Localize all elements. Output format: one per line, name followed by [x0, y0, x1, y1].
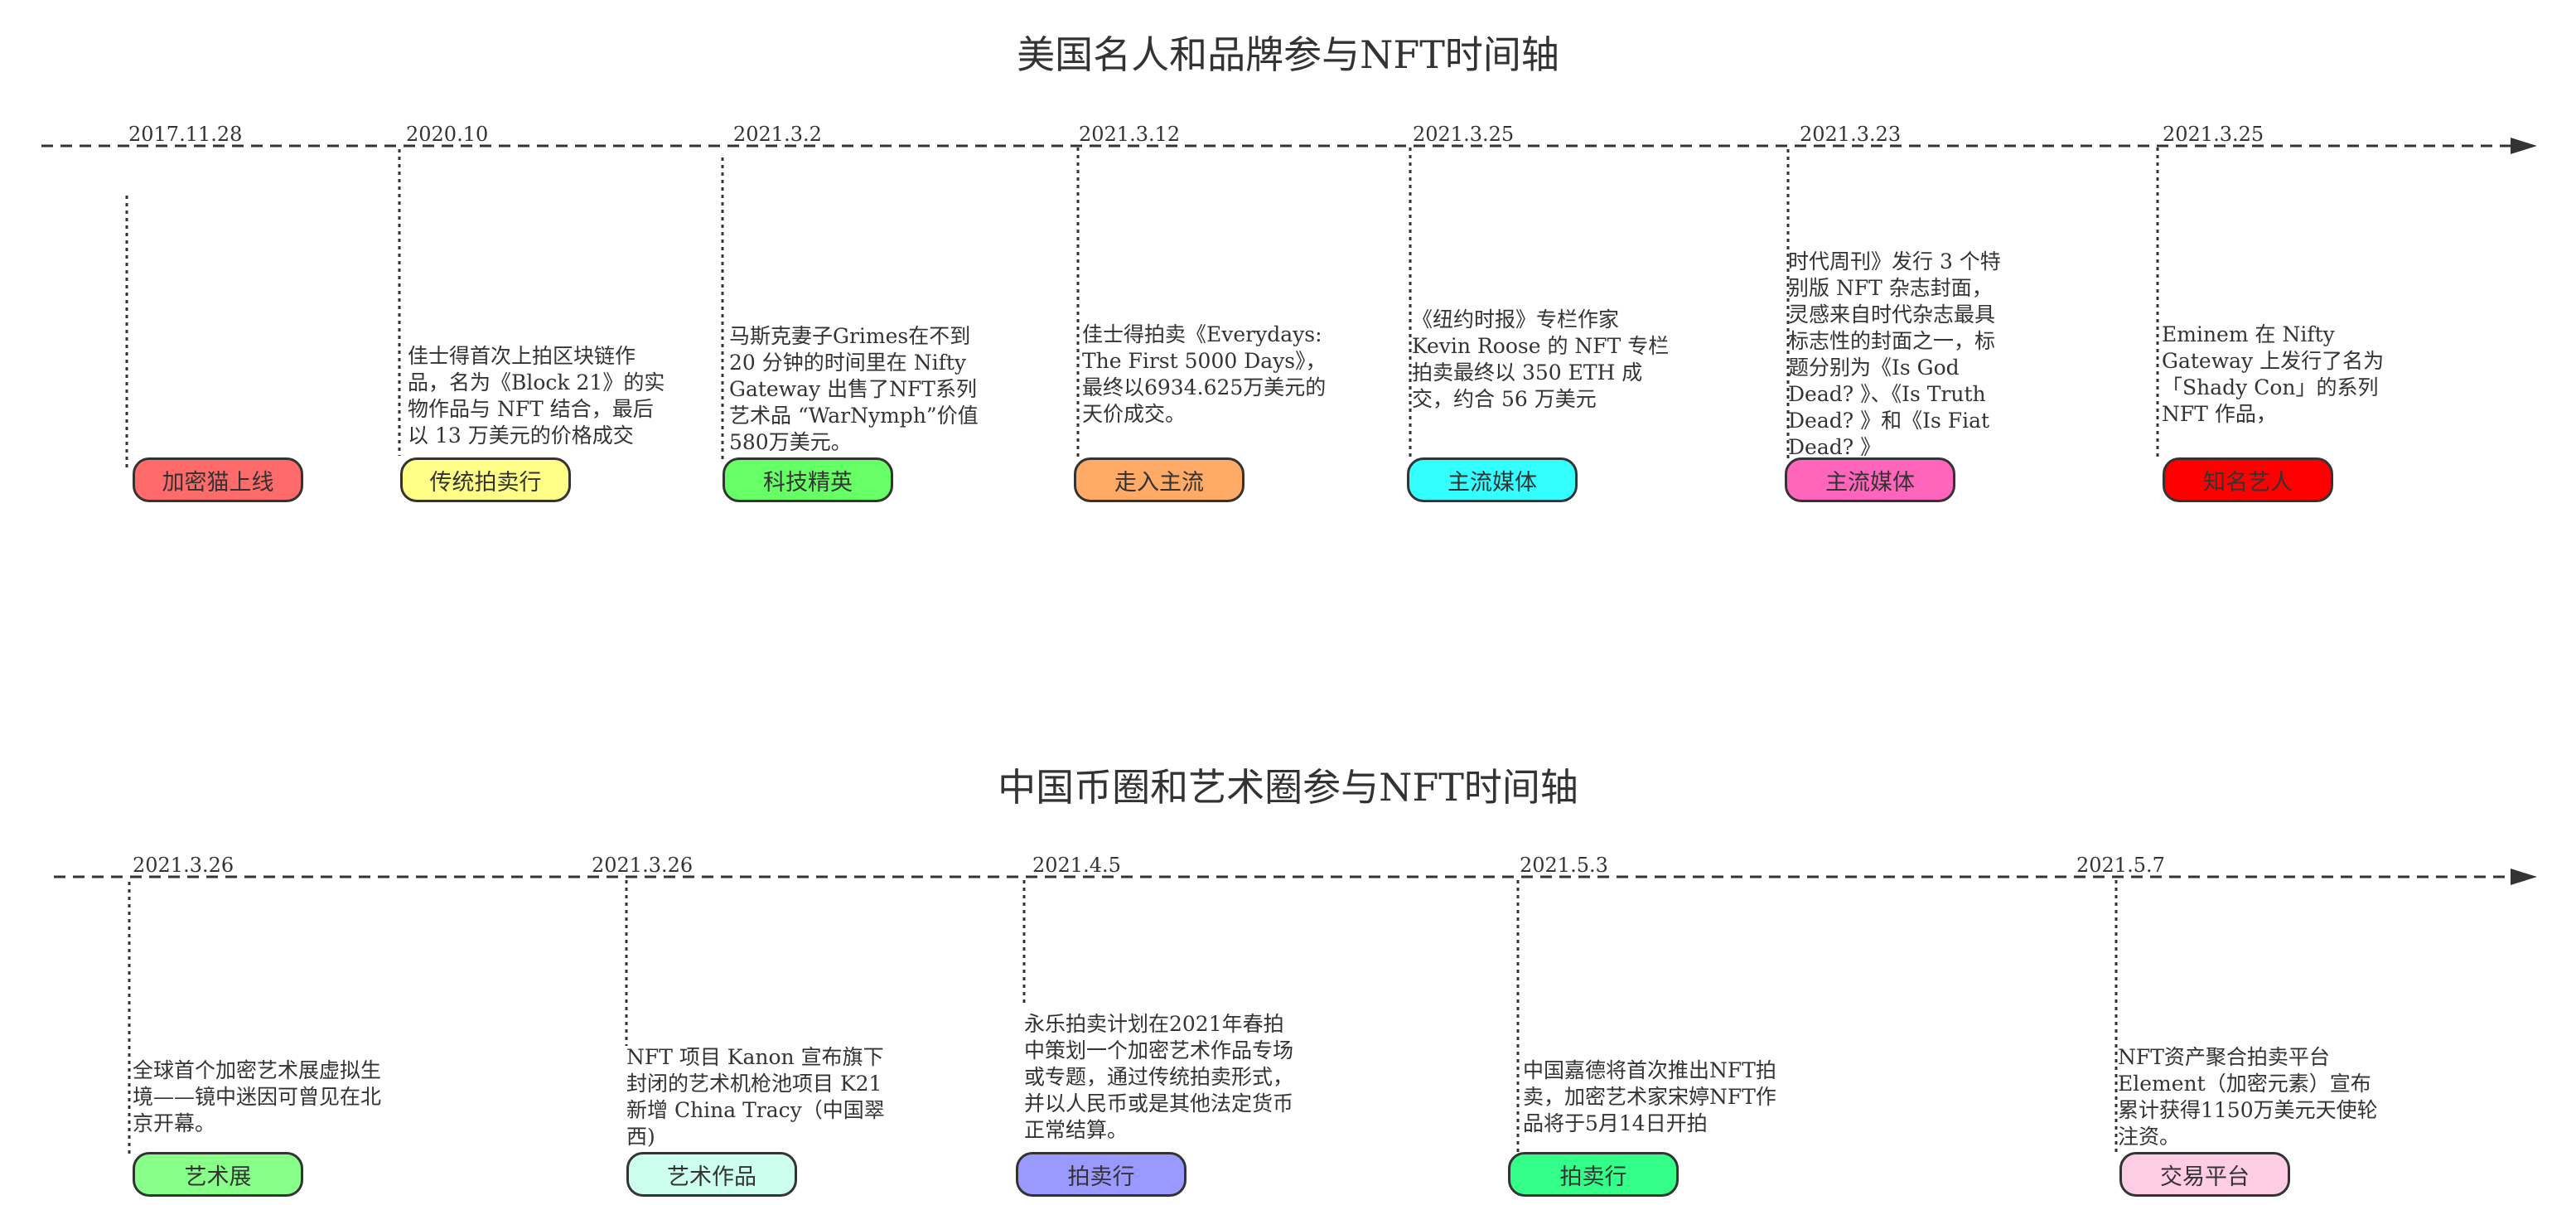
cn-timeline-title: 中国币圈和艺术圈参与NFT时间轴 [998, 765, 1578, 810]
event-description: 《纽约时报》专栏作家 Kevin Roose 的 NFT 专栏拍卖最终以 350… [1412, 307, 1670, 411]
event-tag: 科技精英 [723, 457, 893, 502]
event-date: 2021.4.5 [1032, 854, 1121, 877]
event-tag: 走入主流 [1074, 457, 1245, 502]
event-description: Eminem 在 Nifty Gateway 上发行了名为「Shady Con」… [2162, 322, 2385, 426]
event-tag: 艺术展 [133, 1152, 303, 1197]
event-tag: 知名艺人 [2163, 457, 2333, 502]
event-date: 2021.5.3 [1520, 854, 1608, 877]
event-tag: 主流媒体 [1407, 457, 1578, 502]
event-date: 2021.3.26 [133, 854, 234, 877]
event-description: 永乐拍卖计划在2021年春拍中策划一个加密艺术作品专场或专题，通过传统拍卖形式，… [1024, 1012, 1294, 1142]
event-date: 2020.10 [406, 123, 489, 146]
event-description: 全球首个加密艺术展虚拟生境——镜中迷因可曾见在北京开幕。 [133, 1058, 382, 1135]
cn-timeline-arrow-icon [2511, 869, 2537, 885]
event-tag: 艺术作品 [626, 1152, 797, 1197]
event-date: 2021.3.12 [1079, 123, 1181, 146]
event-tag: 拍卖行 [1016, 1152, 1187, 1197]
event-description: 时代周刊》发行 3 个特别版 NFT 杂志封面，灵感来自时代杂志最具标志性的封面… [1788, 249, 2001, 459]
event-date: 2021.5.7 [2076, 854, 2165, 877]
event-tag: 拍卖行 [1508, 1152, 1679, 1197]
event-description: 中国嘉德将首次推出NFT拍卖，加密艺术家宋婷NFT作品将于5月14日开拍 [1523, 1058, 1776, 1135]
event-description: 佳士得拍卖《Everydays: The First 5000 Days》，最终… [1082, 322, 1327, 426]
event-date: 2021.3.26 [592, 854, 694, 877]
event-description: NFT资产聚合拍卖平台Element（加密元素）宣布累计获得1150万美元天使轮… [2118, 1045, 2378, 1149]
event-date: 2017.11.28 [128, 123, 243, 146]
us-timeline-title: 美国名人和品牌参与NFT时间轴 [1017, 32, 1559, 77]
event-description: 马斯克妻子Grimes在不到20 分钟的时间里在 Nifty Gateway 出… [729, 324, 979, 454]
us-timeline-arrow-icon [2511, 138, 2537, 154]
event-date: 2021.3.25 [1413, 123, 1515, 146]
event-date: 2021.3.2 [733, 123, 822, 146]
event-tag: 主流媒体 [1785, 457, 1955, 502]
event-date: 2021.3.23 [1800, 123, 1902, 146]
event-tag: 传统拍卖行 [400, 457, 571, 502]
event-tag: 交易平台 [2119, 1152, 2290, 1197]
event-tag: 加密猫上线 [133, 457, 303, 502]
event-description: NFT 项目 Kanon 宣布旗下封闭的艺术机枪池项目 K21新增 China … [626, 1045, 885, 1149]
event-date: 2021.3.25 [2163, 123, 2264, 146]
event-description: 佳士得首次上拍区块链作品，名为《Block 21》的实物作品与 NFT 结合，最… [408, 344, 665, 448]
